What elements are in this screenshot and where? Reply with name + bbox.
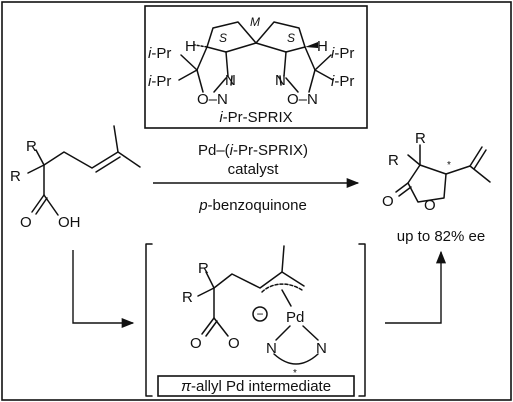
ipr-upper-right: i-Pr [331,45,354,62]
product-vinyl-double-a [469,146,483,167]
ipr-lower-left: i-Pr [148,73,171,90]
intermediate-caption-box [157,375,355,397]
intermediate-o-minus: O [228,335,240,352]
intermediate-co-double [201,317,218,337]
intermediate-caption: π-allyl Pd intermediate [181,378,331,395]
left-isoxazoline-ring [196,46,229,93]
lactone-ring [407,164,447,203]
reactant-structure: R R O OH [10,125,141,231]
ipr-lower-right: i-Pr [331,73,354,90]
catalyst-line1: Pd–(i-Pr-SPRIX) [198,142,308,159]
right-cyclopentane [255,21,306,53]
product-carbonyl-o: O [382,193,394,210]
arrow-to-product [385,250,447,324]
product-co-double-b [398,186,412,197]
intermediate-r-left: R [182,289,193,306]
left-cyclopentane [206,21,257,53]
oxidant-label: p-benzoquinone [198,197,307,214]
reactant-r-bond-top [35,149,45,166]
pd-n-right [302,325,319,341]
right-isoxazoline-ring [283,46,316,93]
h-left: H [185,38,196,55]
nn-ligand-arc [273,353,319,365]
allyl-pd-bond [281,289,292,307]
product-ee-label: up to 82% ee [397,228,485,245]
pd-n-left [275,325,291,341]
ligand-structure: M S S H H N N O–N O–N i-Pr i-Pr i-Pr i-P… [144,5,368,129]
intermediate-r-bond-top [205,271,215,289]
n-left: N [225,72,236,89]
pd-label: Pd [286,309,304,326]
product-r-bond-a [407,154,421,166]
intermediate-n-right: N [316,340,327,357]
stereo-left: S [219,31,227,45]
metal-label: M [250,15,260,29]
h-right: H [317,38,328,55]
reactant-co-double [31,194,48,215]
negative-charge-circle [252,306,268,322]
arrow-to-intermediate [72,250,135,329]
product-stereocenter-star: * [447,160,451,171]
product-r-top: R [415,130,426,147]
ligand-box [144,5,368,129]
n-right: N [275,72,286,89]
pi-allyl-dashes [261,283,303,293]
left-cn-double [230,75,233,86]
ligand-name: i-Pr-SPRIX [219,109,292,126]
product-structure: R R O O * up to 82% ee [382,130,491,245]
stereo-right: S [287,31,295,45]
product-isopropenyl-bond [445,165,471,175]
negative-charge-sign: − [256,307,263,321]
on-right: O–N [287,91,318,108]
product-methyl [469,165,491,183]
reactant-r-left: R [10,168,21,185]
intermediate-n-left: N [266,340,277,357]
reactant-r-bond-left [27,164,45,174]
right-cn-double [279,75,282,86]
intermediate-r-bond-left [197,287,215,297]
reactant-chain [43,151,119,169]
on-left: O–N [197,91,228,108]
intermediate-structure: R R O O − Pd N N * [182,245,327,379]
intermediate-carbonyl-o: O [190,335,202,352]
reactant-o: O [20,214,32,231]
intermediate-r-top: R [198,260,209,277]
reactant-methyl-top [113,125,119,153]
intermediate-chain [213,271,305,289]
reactant-methyl-right [117,151,141,168]
bracket-left [145,243,153,397]
reactant-oh: OH [58,214,81,231]
intermediate-c-o [213,317,229,337]
catalyst-line2: catalyst [228,161,280,178]
reactant-alkene-double [95,156,121,173]
reactant-r-top: R [26,138,37,155]
bracket-right [358,243,366,397]
intermediate-methyl [281,245,285,273]
product-co-double-a [395,182,409,193]
ligand-chirality-star: * [293,368,297,379]
product-r-left: R [388,152,399,169]
product-ring-o: O [424,197,436,214]
ipr-upper-left: i-Pr [148,45,171,62]
product-vinyl-double-b [473,149,487,170]
